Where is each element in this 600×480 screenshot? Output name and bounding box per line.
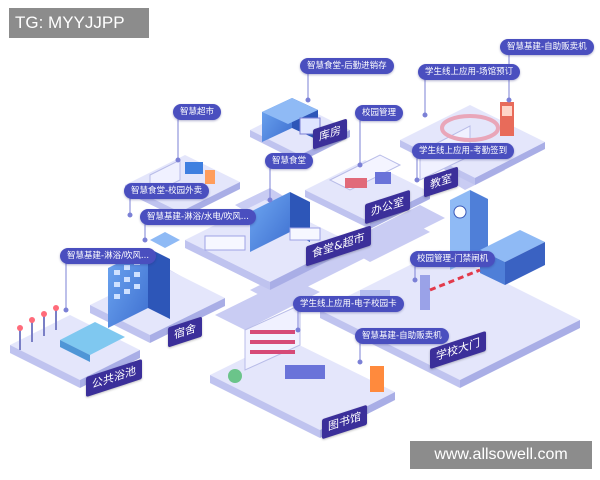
tag-smart-market: 智慧超市	[173, 104, 222, 120]
tag-utilities-bath: 智慧基建-淋浴/吹风...	[60, 248, 157, 264]
tag-gate-access: 校园管理-门禁闸机	[410, 251, 496, 267]
tag-vending-top: 智慧基建-自助贩卖机	[500, 39, 594, 55]
tag-attendance: 学生线上应用-考勤签到	[412, 143, 515, 159]
tag-smart-canteen: 智慧食堂	[265, 153, 314, 169]
tag-vending-bottom: 智慧基建-自助贩卖机	[355, 328, 449, 344]
watermark-top-left: TG: MYYJJPP	[9, 8, 149, 38]
canteen-building	[204, 192, 321, 252]
gate-platform	[320, 250, 580, 388]
library-building	[228, 304, 384, 392]
tag-campus-manage: 校园管理	[355, 105, 404, 121]
bath-building	[17, 305, 125, 362]
dorm-building	[108, 232, 180, 328]
library-platform	[210, 338, 395, 438]
tag-ecard: 学生线上应用-电子校园卡	[293, 296, 404, 312]
tag-canteen-stock: 智慧食堂-后勤进销存	[300, 58, 394, 74]
warehouse-building	[262, 98, 321, 142]
tag-canteen-takeout: 智慧食堂-校园外卖	[124, 183, 210, 199]
watermark-bottom-right: www.allsowell.com	[410, 441, 592, 469]
office-building	[328, 154, 402, 191]
tag-venue-booking: 学生线上应用-场馆预订	[418, 64, 521, 80]
tag-utilities-dorm: 智慧基建-淋浴/水电/吹风...	[140, 209, 256, 225]
tag-leaders	[63, 53, 512, 365]
